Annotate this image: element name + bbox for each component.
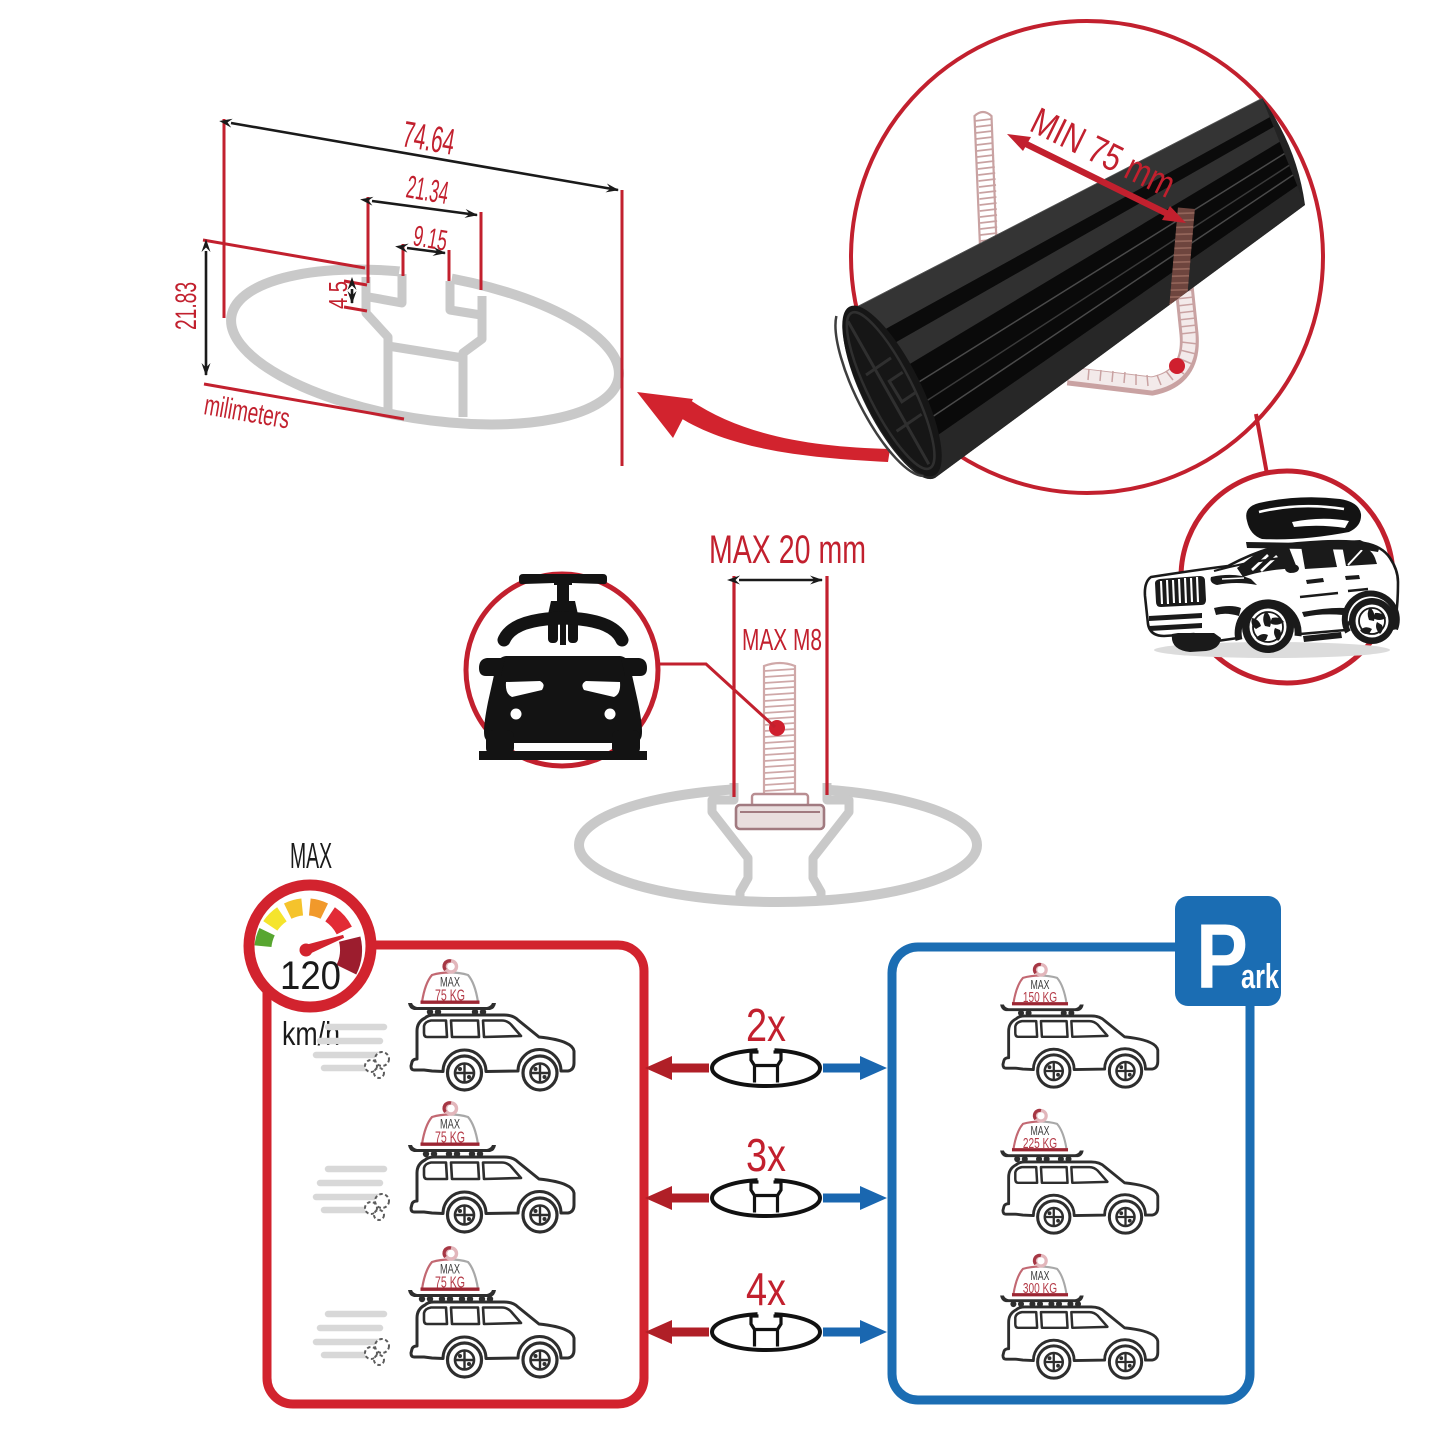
svg-text:21.34: 21.34 — [404, 168, 452, 211]
svg-text:MAX: MAX — [440, 1117, 460, 1132]
svg-text:P: P — [1196, 906, 1248, 1008]
svg-text:MAX: MAX — [1031, 1123, 1050, 1138]
svg-text:75 KG: 75 KG — [435, 1275, 465, 1292]
svg-text:2x: 2x — [746, 999, 786, 1051]
svg-text:MAX: MAX — [440, 975, 460, 990]
svg-text:4x: 4x — [746, 1263, 786, 1315]
svg-text:74.64: 74.64 — [400, 113, 458, 162]
svg-text:75 KG: 75 KG — [435, 988, 465, 1005]
svg-text:150 KG: 150 KG — [1023, 989, 1057, 1006]
svg-text:MAX: MAX — [1031, 1268, 1050, 1283]
svg-text:3x: 3x — [746, 1129, 786, 1181]
svg-text:4.5: 4.5 — [323, 281, 353, 309]
svg-text:225 KG: 225 KG — [1023, 1135, 1057, 1152]
svg-text:km/h: km/h — [282, 1015, 340, 1052]
svg-text:ark: ark — [1241, 958, 1279, 996]
svg-text:21.83: 21.83 — [170, 282, 203, 330]
svg-text:MAX: MAX — [1031, 977, 1050, 992]
svg-text:120: 120 — [280, 954, 341, 998]
svg-text:MAX: MAX — [290, 835, 332, 876]
svg-text:300 KG: 300 KG — [1023, 1280, 1057, 1297]
svg-text:MAX 20 mm: MAX 20 mm — [709, 528, 866, 572]
svg-text:MAX: MAX — [440, 1262, 460, 1277]
svg-text:9.15: 9.15 — [411, 220, 450, 257]
svg-text:75 KG: 75 KG — [435, 1130, 465, 1147]
svg-text:MAX M8: MAX M8 — [742, 622, 822, 657]
